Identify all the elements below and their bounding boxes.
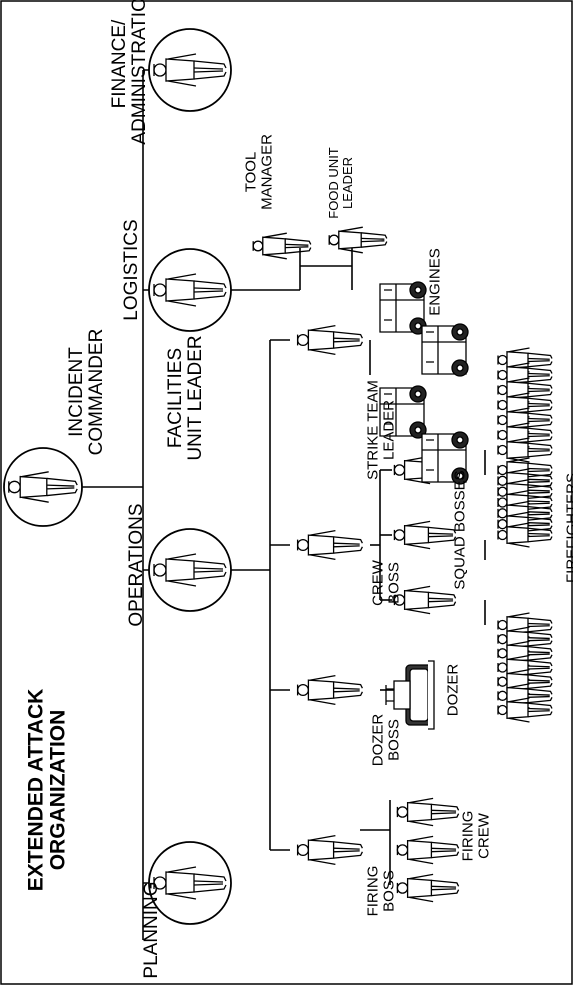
label-strike-team-leader: STRIKE TEAMLEADER	[365, 380, 398, 480]
label-crew-boss: CREWBOSS	[370, 559, 403, 606]
person-firefighter	[497, 697, 553, 723]
label-planning: PLANNING	[141, 881, 162, 978]
label-operations: OPERATIONS	[126, 503, 147, 626]
label-firefighters: FIREFIGHTERS	[564, 473, 573, 583]
connector-lines	[82, 69, 486, 940]
person-finance-admin	[153, 53, 227, 87]
dozer-icon	[385, 660, 435, 730]
engine-icon	[379, 281, 427, 335]
person-crew-boss	[296, 529, 363, 561]
person-strike-team-leader	[296, 324, 363, 356]
label-finance-admin: FINANCE/ADMINISTRATION	[109, 0, 150, 145]
label-tool-manager: TOOLMANAGER	[243, 134, 276, 210]
person-planning	[153, 866, 227, 900]
label-squad-bosses: SQUAD BOSSES	[452, 470, 469, 589]
equipment-figures	[379, 281, 469, 730]
person-firing-crew-member	[396, 873, 460, 903]
engine-icon	[421, 323, 469, 377]
person-tool-manager	[252, 232, 312, 260]
engine-icon	[421, 431, 469, 485]
person-firing-boss	[296, 834, 363, 866]
person-firefighter	[497, 522, 553, 548]
label-logistics: LOGISTICS	[121, 219, 142, 320]
person-firing-crew-member	[396, 797, 460, 827]
person-firing-crew-member	[396, 835, 460, 865]
person-squad-boss	[393, 585, 457, 615]
person-squad-boss	[393, 520, 457, 550]
person-firefighter	[497, 437, 553, 463]
person-firefighter	[497, 683, 553, 709]
person-logistics	[153, 273, 227, 307]
label-firing-boss: FIRINGBOSS	[365, 866, 398, 917]
label-incident-commander: INCIDENTCOMMANDER	[66, 329, 107, 456]
label-firing-crew: FIRINGCREW	[460, 811, 493, 862]
person-figures	[8, 53, 553, 903]
person-food-unit-leader	[328, 226, 388, 254]
person-incident-commander	[8, 471, 78, 503]
label-dozer: DOZER	[445, 664, 462, 717]
person-firefighter	[497, 654, 553, 681]
label-facilities-unit-leader: FACILITIESUNIT LEADER	[165, 335, 206, 460]
labels: EXTENDED ATTACKORGANIZATION INCIDENTCOMM…	[25, 0, 573, 979]
label-engines: ENGINES	[427, 248, 444, 316]
diagram-title: EXTENDED ATTACKORGANIZATION	[25, 689, 70, 892]
person-dozer-boss	[296, 674, 363, 706]
label-food-unit-leader: FOOD UNITLEADER	[326, 147, 355, 219]
person-operations	[153, 553, 227, 587]
engine-icon	[379, 385, 427, 439]
label-dozer-boss: DOZERBOSS	[370, 714, 403, 767]
